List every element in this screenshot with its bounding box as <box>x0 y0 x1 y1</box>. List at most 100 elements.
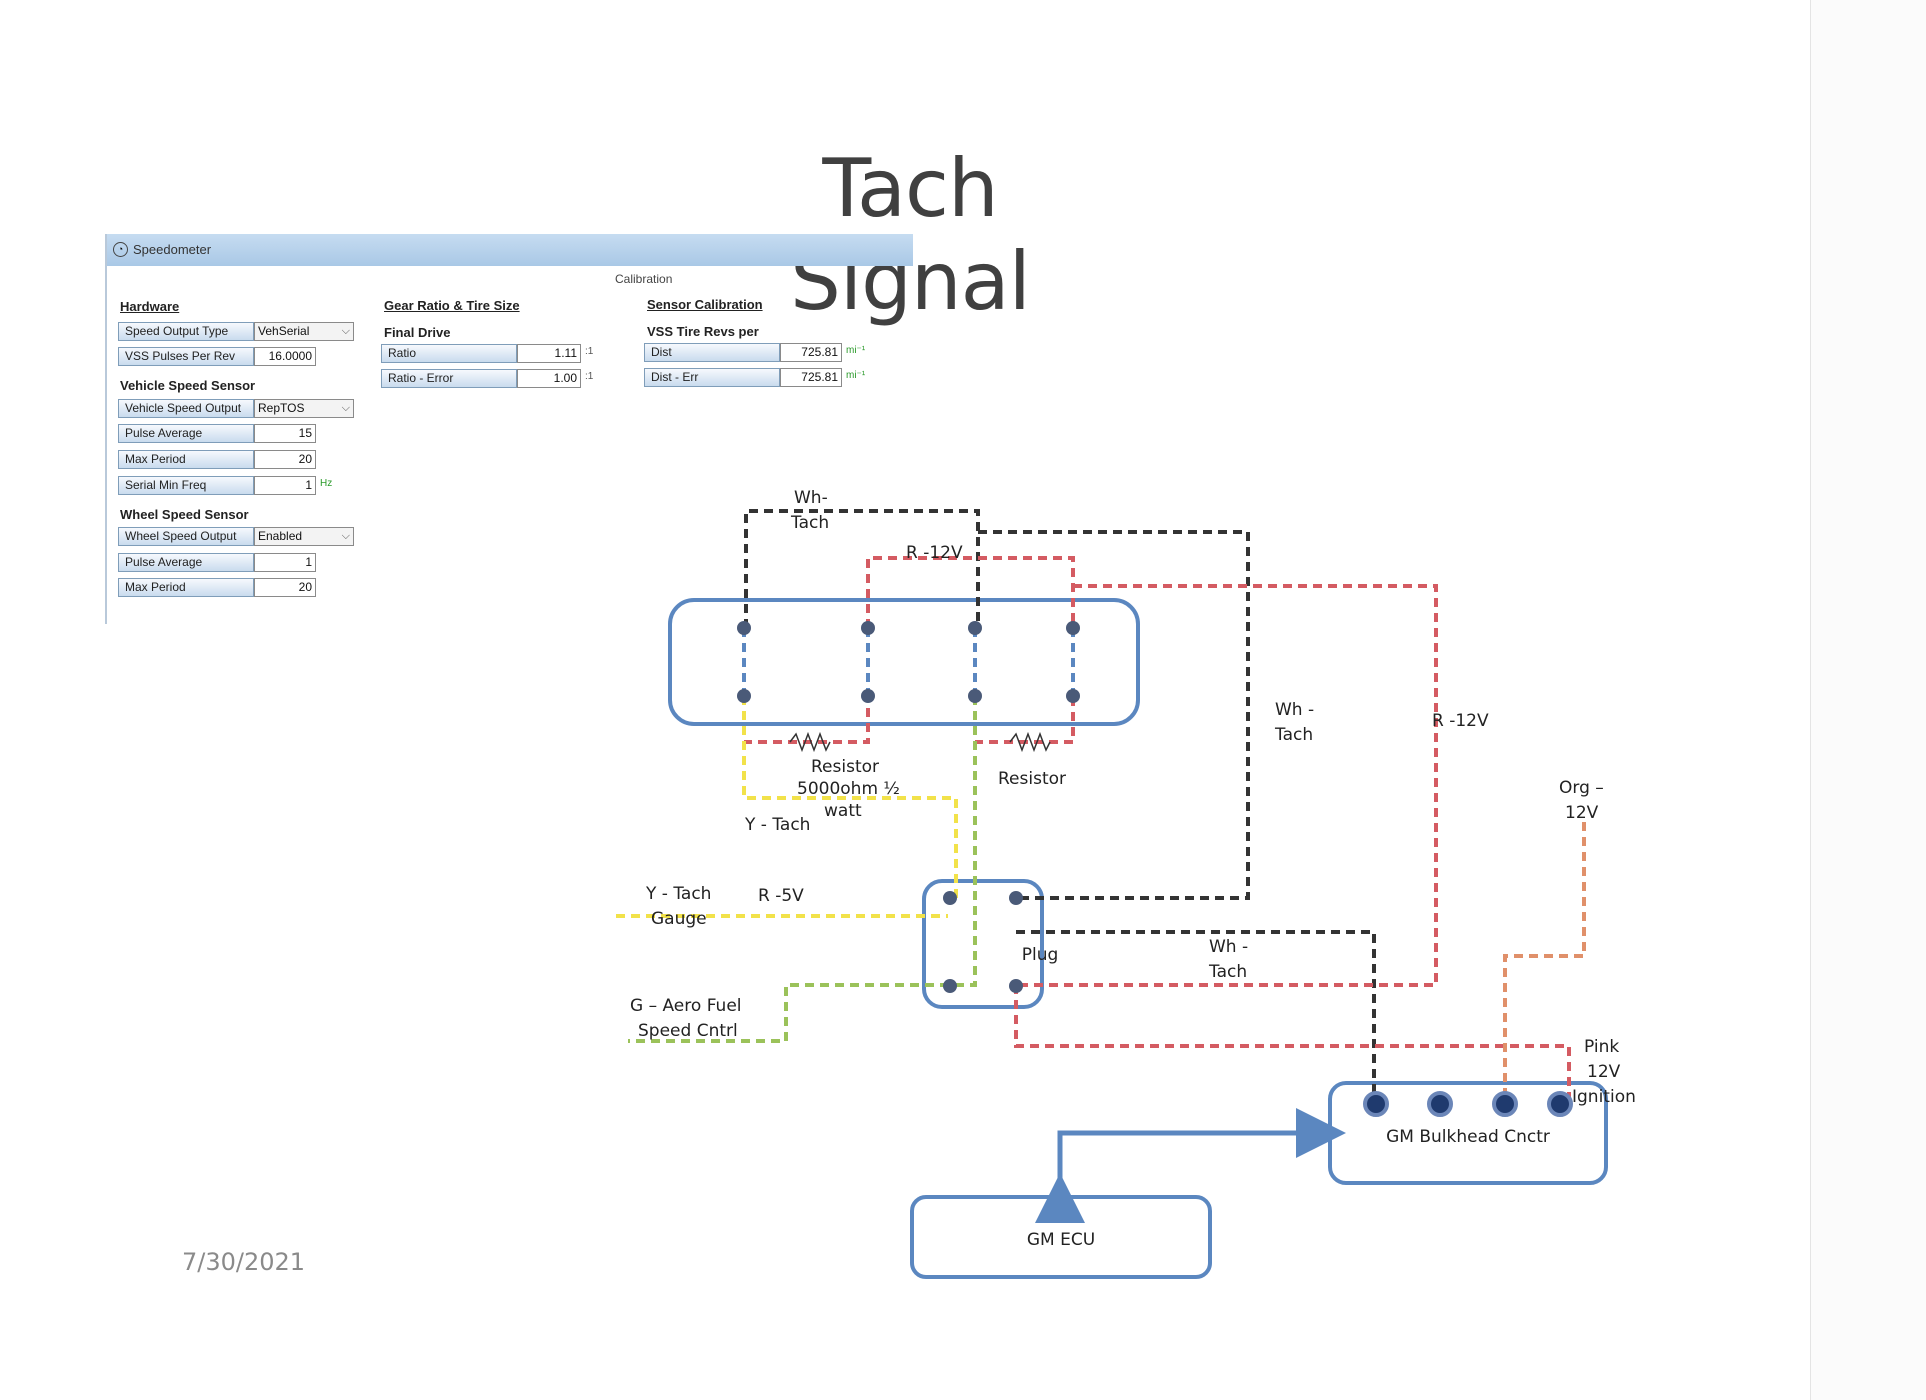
page-edge <box>1810 0 1926 1400</box>
ratio-unit: :1 <box>585 346 594 357</box>
dist-err-input[interactable]: 725.81 <box>780 368 842 387</box>
resistor2-label: Resistor <box>998 769 1066 789</box>
calibration-label: Calibration <box>615 272 673 286</box>
wire-pink-12v <box>1014 985 1571 1104</box>
vss-pulse-average-label: Pulse Average <box>118 424 254 443</box>
resistor1-label-3: watt <box>824 801 862 821</box>
dist-label: Dist <box>644 343 780 362</box>
vss-pulses-label: VSS Pulses Per Rev <box>118 347 254 366</box>
wire-g-aero <box>628 696 977 1043</box>
speedometer-icon: ◔ <box>113 242 128 257</box>
panel-header: ◔ Speedometer <box>105 234 913 266</box>
pink-label-2: 12V <box>1587 1062 1621 1082</box>
wh-tach-top-label-1: Wh- <box>794 488 828 508</box>
vehicle-speed-output-label: Vehicle Speed Output <box>118 399 254 418</box>
sensor-calibration-heading: Sensor Calibration <box>647 297 763 312</box>
vehicle-speed-output-select[interactable]: RepTOS ⌵ <box>254 399 354 418</box>
vss-pulses-input[interactable]: 16.0000 <box>254 347 316 366</box>
y-tach-gauge-label-1: Y - Tach <box>645 884 711 904</box>
terminal <box>968 621 982 635</box>
vss-pulse-average-input[interactable]: 15 <box>254 424 316 443</box>
wire-box-internal <box>742 628 1075 696</box>
wheel-speed-output-label: Wheel Speed Output <box>118 527 254 546</box>
terminal <box>968 689 982 703</box>
r12v-top-label: R -12V <box>906 543 963 563</box>
plug-label: Plug <box>1022 945 1059 965</box>
relay-box <box>668 598 1140 726</box>
y-tach-gauge-label-2: Gauge <box>651 909 707 929</box>
wss-pulse-average-input[interactable]: 1 <box>254 553 316 572</box>
serial-min-freq-unit: Hz <box>320 478 333 489</box>
ecu-label: GM ECU <box>1027 1230 1095 1250</box>
resistor-icon <box>1009 731 1051 753</box>
wire-r12v-right <box>1016 584 1438 987</box>
plug-pin <box>1009 891 1023 905</box>
speed-output-type-label: Speed Output Type <box>118 322 254 341</box>
chevron-down-icon: ⌵ <box>341 530 350 542</box>
org12v-label-1: Org – <box>1559 778 1604 798</box>
speed-output-type-select[interactable]: VehSerial ⌵ <box>254 322 354 341</box>
wheel-speed-output-value: Enabled <box>258 529 303 543</box>
wire-wh-tach-low <box>1016 930 1376 1104</box>
dist-input[interactable]: 725.81 <box>780 343 842 362</box>
bulkhead-pin <box>1427 1091 1453 1117</box>
wire-org-12v <box>1503 822 1586 1104</box>
terminal <box>737 621 751 635</box>
terminal <box>1066 689 1080 703</box>
y-tach-label: Y - Tach <box>744 815 810 835</box>
wss-max-period-input[interactable]: 20 <box>254 578 316 597</box>
vss-max-period-input[interactable]: 20 <box>254 450 316 469</box>
wire-resistor1 <box>742 696 870 744</box>
plug-pin <box>943 979 957 993</box>
wire-wh-tach-mid <box>978 530 1250 900</box>
wire-wh-tach-top <box>744 509 980 628</box>
resistor1-label-2: 5000ohm ½ <box>797 779 900 799</box>
dist-unit: mi⁻¹ <box>846 345 866 356</box>
wss-max-period-label: Max Period <box>118 578 254 597</box>
bulkhead-pin <box>1492 1091 1518 1117</box>
plug-box <box>922 879 1044 1009</box>
g-aero-label-2: Speed Cntrl <box>638 1021 738 1041</box>
bulkhead-pin <box>1363 1091 1389 1117</box>
vehicle-speed-output-value: RepTOS <box>258 401 305 415</box>
dist-err-unit: mi⁻¹ <box>846 370 866 381</box>
wire-y-tach <box>742 696 958 898</box>
ratio-label: Ratio <box>381 344 517 363</box>
r5v-label: R -5V <box>758 886 804 906</box>
chevron-down-icon: ⌵ <box>341 402 350 414</box>
ratio-input[interactable]: 1.11 <box>517 344 581 363</box>
wheel-speed-sensor-heading: Wheel Speed Sensor <box>120 507 249 522</box>
chevron-down-icon: ⌵ <box>341 325 350 337</box>
bulkhead-pin <box>1547 1091 1573 1117</box>
terminal <box>737 689 751 703</box>
pink-label-3: Ignition <box>1572 1087 1636 1107</box>
vss-tire-revs-heading: VSS Tire Revs per <box>647 324 759 339</box>
ratio-error-label: Ratio - Error <box>381 369 517 388</box>
wh-tach-mid-label-2: Tach <box>1274 725 1313 745</box>
g-aero-label-1: G – Aero Fuel <box>630 996 742 1016</box>
bulkhead-label: GM Bulkhead Cnctr <box>1386 1127 1550 1147</box>
wss-pulse-average-label: Pulse Average <box>118 553 254 572</box>
resistor-icon <box>789 731 831 753</box>
wh-tach-low-label-1: Wh - <box>1209 937 1248 957</box>
r12v-right-label: R -12V <box>1432 711 1489 731</box>
wheel-speed-output-select[interactable]: Enabled ⌵ <box>254 527 354 546</box>
panel-border <box>105 234 107 624</box>
dist-err-label: Dist - Err <box>644 368 780 387</box>
speedometer-panel: ◔ Speedometer Calibration Hardware Speed… <box>105 234 913 624</box>
serial-min-freq-input[interactable]: 1 <box>254 476 316 495</box>
date-label: 7/30/2021 <box>182 1248 306 1276</box>
org12v-label-2: 12V <box>1565 803 1599 823</box>
ratio-error-input[interactable]: 1.00 <box>517 369 581 388</box>
wh-tach-top-label-2: Tach <box>790 513 829 533</box>
resistor1-label-1: Resistor <box>811 757 879 777</box>
terminal <box>1066 621 1080 635</box>
ecu-bulkhead-connection <box>1035 1108 1346 1223</box>
speed-output-type-value: VehSerial <box>258 324 310 338</box>
wire-resistor2 <box>973 696 1075 744</box>
ratio-error-unit: :1 <box>585 371 594 382</box>
terminal <box>861 689 875 703</box>
plug-pin <box>1009 979 1023 993</box>
wh-tach-mid-label-1: Wh - <box>1275 700 1314 720</box>
